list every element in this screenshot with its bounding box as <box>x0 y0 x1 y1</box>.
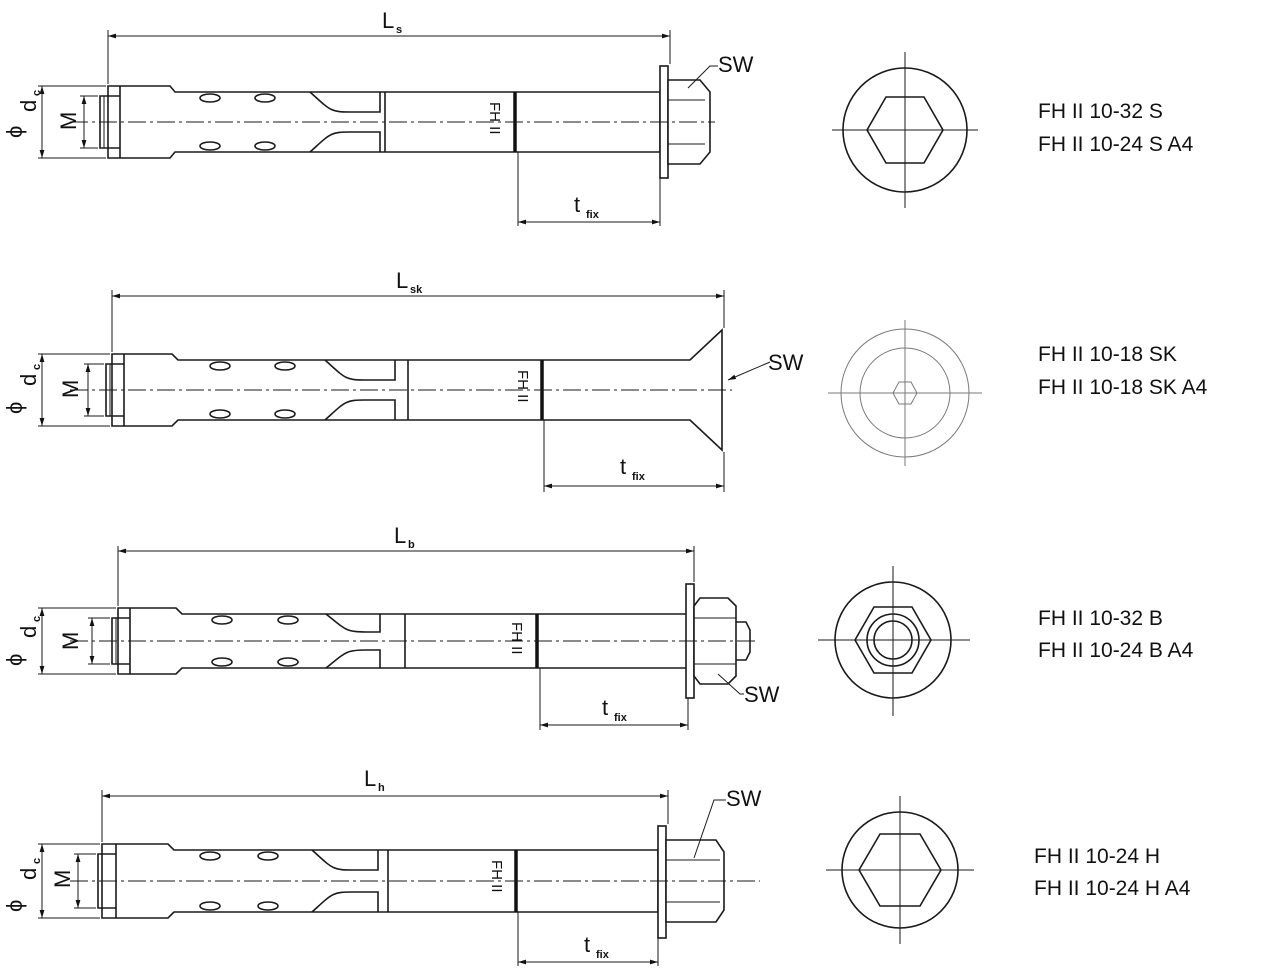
variant-b-name-2: FH II 10-24 B A4 <box>1038 639 1194 662</box>
length-label-sk: L <box>396 268 408 293</box>
tfix-label-s: t <box>574 192 580 217</box>
length-label-s: L <box>382 8 394 33</box>
length-label-h: L <box>364 766 376 791</box>
dc-sub-b: c <box>31 616 43 622</box>
variant-s-name-1: FH II 10-32 S <box>1038 100 1163 123</box>
variant-h-side-view: FH II L h t fix SW ϕ d c M <box>2 766 762 966</box>
variant-b-side-view: FH II L b t fix SW ϕ d c M <box>2 523 780 730</box>
tfix-sub-b: fix <box>614 712 628 724</box>
tfix-label-b: t <box>602 695 608 720</box>
variant-b-end-view <box>818 566 970 716</box>
sw-label-s: SW <box>718 52 754 77</box>
variant-s-name-2: FH II 10-24 S A4 <box>1038 133 1194 156</box>
dc-label-sk: d <box>16 374 41 386</box>
variant-sk-name-1: FH II 10-18 SK <box>1038 343 1177 366</box>
variant-h-end-view <box>826 796 974 944</box>
sw-label-sk: SW <box>768 350 804 375</box>
diameter-symbol-s: ϕ <box>2 126 27 138</box>
length-sub-sk: sk <box>410 284 423 296</box>
dc-label-h: d <box>16 868 41 880</box>
variant-sk-side-view: FH II L sk t fix SW ϕ d c M <box>2 268 804 492</box>
variant-s-end-view <box>832 52 978 208</box>
tfix-sub-h: fix <box>596 949 610 961</box>
variant-sk-name-2: FH II 10-18 SK A4 <box>1038 376 1208 399</box>
dc-sub-sk: c <box>31 364 43 370</box>
sw-label-h: SW <box>726 786 762 811</box>
body-mark-b: FH II <box>508 622 525 655</box>
tfix-label-sk: t <box>620 454 626 479</box>
body-mark-h: FH II <box>488 860 505 893</box>
body-mark-s: FH II <box>486 102 503 135</box>
dc-label-b: d <box>16 626 41 638</box>
dc-label-s: d <box>16 100 41 112</box>
m-label-b: M <box>58 632 83 650</box>
variant-h-name-1: FH II 10-24 H <box>1034 845 1160 868</box>
variant-sk-end-view <box>828 320 982 466</box>
variant-s-side-view: FH II L s t fix SW ϕ d c M <box>2 8 754 226</box>
tfix-sub-sk: fix <box>632 471 646 483</box>
length-sub-s: s <box>396 24 402 36</box>
variant-h-name-2: FH II 10-24 H A4 <box>1034 877 1191 900</box>
tfix-sub-s: fix <box>586 209 600 221</box>
length-sub-b: b <box>408 539 415 551</box>
m-label-h: M <box>50 870 75 888</box>
dc-sub-h: c <box>31 858 43 864</box>
length-label-b: L <box>394 523 406 548</box>
dc-sub-s: c <box>31 90 43 96</box>
diameter-symbol-sk: ϕ <box>2 402 27 414</box>
body-mark-sk: FH II <box>514 370 531 403</box>
sw-label-b: SW <box>744 682 780 707</box>
variant-b-name-1: FH II 10-32 B <box>1038 607 1163 630</box>
diameter-symbol-h: ϕ <box>2 900 27 912</box>
length-sub-h: h <box>378 782 385 794</box>
m-label-sk: M <box>58 380 83 398</box>
tfix-label-h: t <box>584 932 590 957</box>
m-label-s: M <box>56 112 81 130</box>
diameter-symbol-b: ϕ <box>2 654 27 666</box>
